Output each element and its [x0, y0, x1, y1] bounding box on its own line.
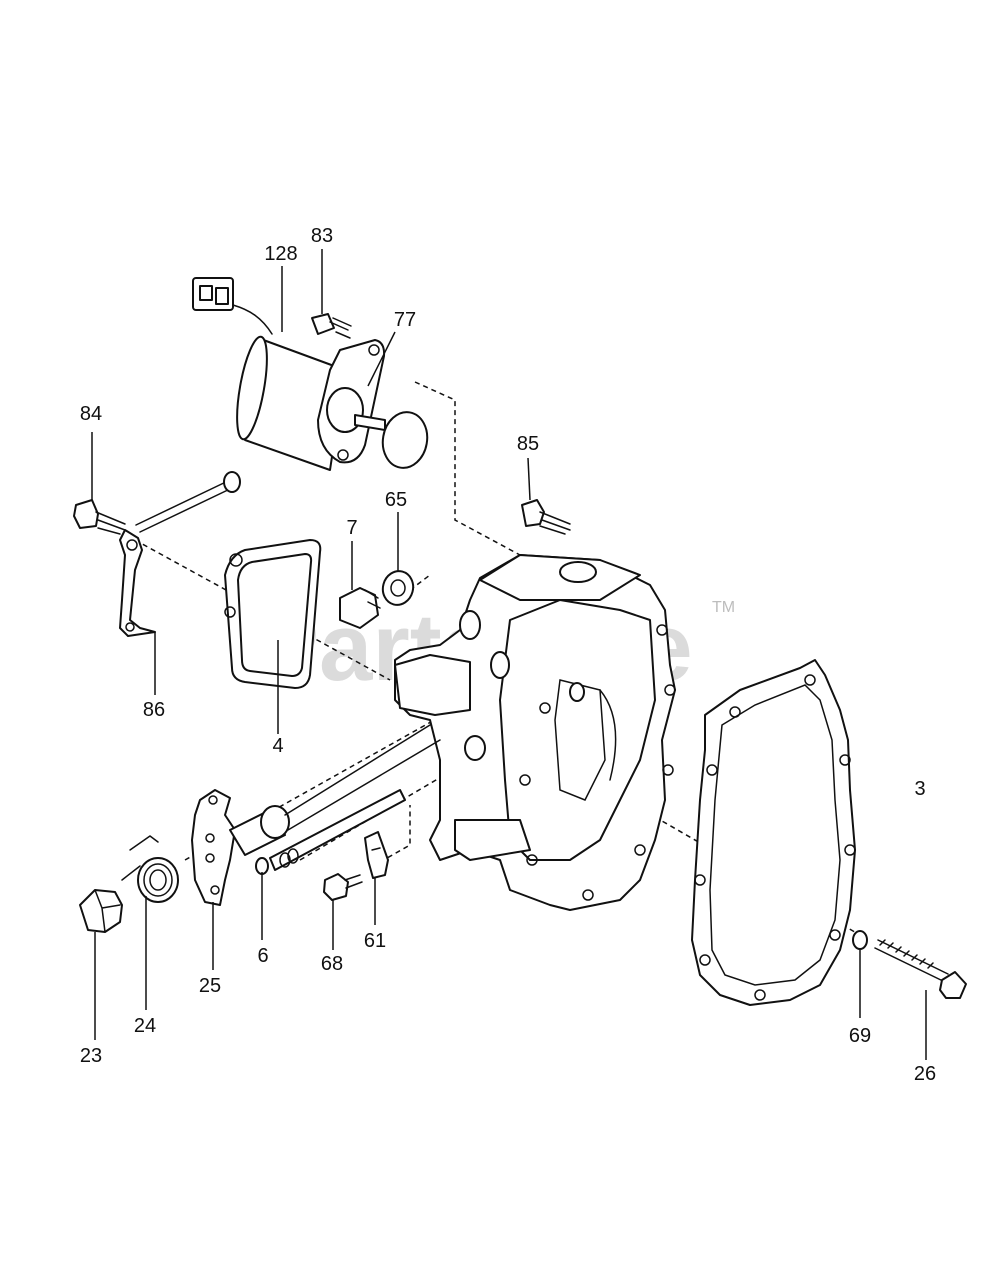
- label-84: 84: [80, 403, 102, 425]
- label-69: 69: [849, 1025, 871, 1047]
- label-23: 23: [80, 1045, 102, 1067]
- label-61: 61: [364, 930, 386, 952]
- bolt-84: [73, 499, 126, 535]
- plug-7: [339, 587, 381, 629]
- shaft-6: [255, 789, 406, 875]
- label-4: 4: [272, 735, 283, 757]
- label-7: 7: [346, 517, 357, 539]
- solenoid-flange-77: [317, 339, 429, 469]
- bolt-85: [521, 499, 571, 535]
- bolt-83: [311, 313, 352, 339]
- label-3: 3: [914, 778, 925, 800]
- washer-65: [381, 570, 415, 606]
- label-65: 65: [385, 489, 407, 511]
- part-labels: 128 83 77 84 85 65 7 86 4 3 6 25 24 23 6…: [80, 225, 936, 1085]
- spring-24: [121, 835, 179, 903]
- label-26: 26: [914, 1063, 936, 1085]
- watermark-tm: TM: [712, 599, 735, 616]
- label-68: 68: [321, 953, 343, 975]
- label-25: 25: [199, 975, 221, 997]
- label-24: 24: [134, 1015, 156, 1037]
- label-83: 83: [311, 225, 333, 247]
- housing: [394, 554, 676, 911]
- label-6: 6: [257, 945, 268, 967]
- label-85: 85: [517, 433, 539, 455]
- bolt-68: [323, 873, 363, 901]
- cover-gasket-3: [691, 659, 856, 1006]
- lever-25: [191, 724, 441, 906]
- bracket-86: [119, 471, 241, 637]
- bolt-26: [874, 939, 967, 999]
- leader-lines: [91, 249, 927, 1060]
- clip-61: [364, 831, 389, 879]
- label-86: 86: [143, 699, 165, 721]
- cap-23: [79, 889, 123, 933]
- gasket-4: [224, 539, 322, 689]
- label-128: 128: [264, 243, 297, 265]
- label-77: 77: [394, 309, 416, 331]
- washer-69: [852, 930, 868, 950]
